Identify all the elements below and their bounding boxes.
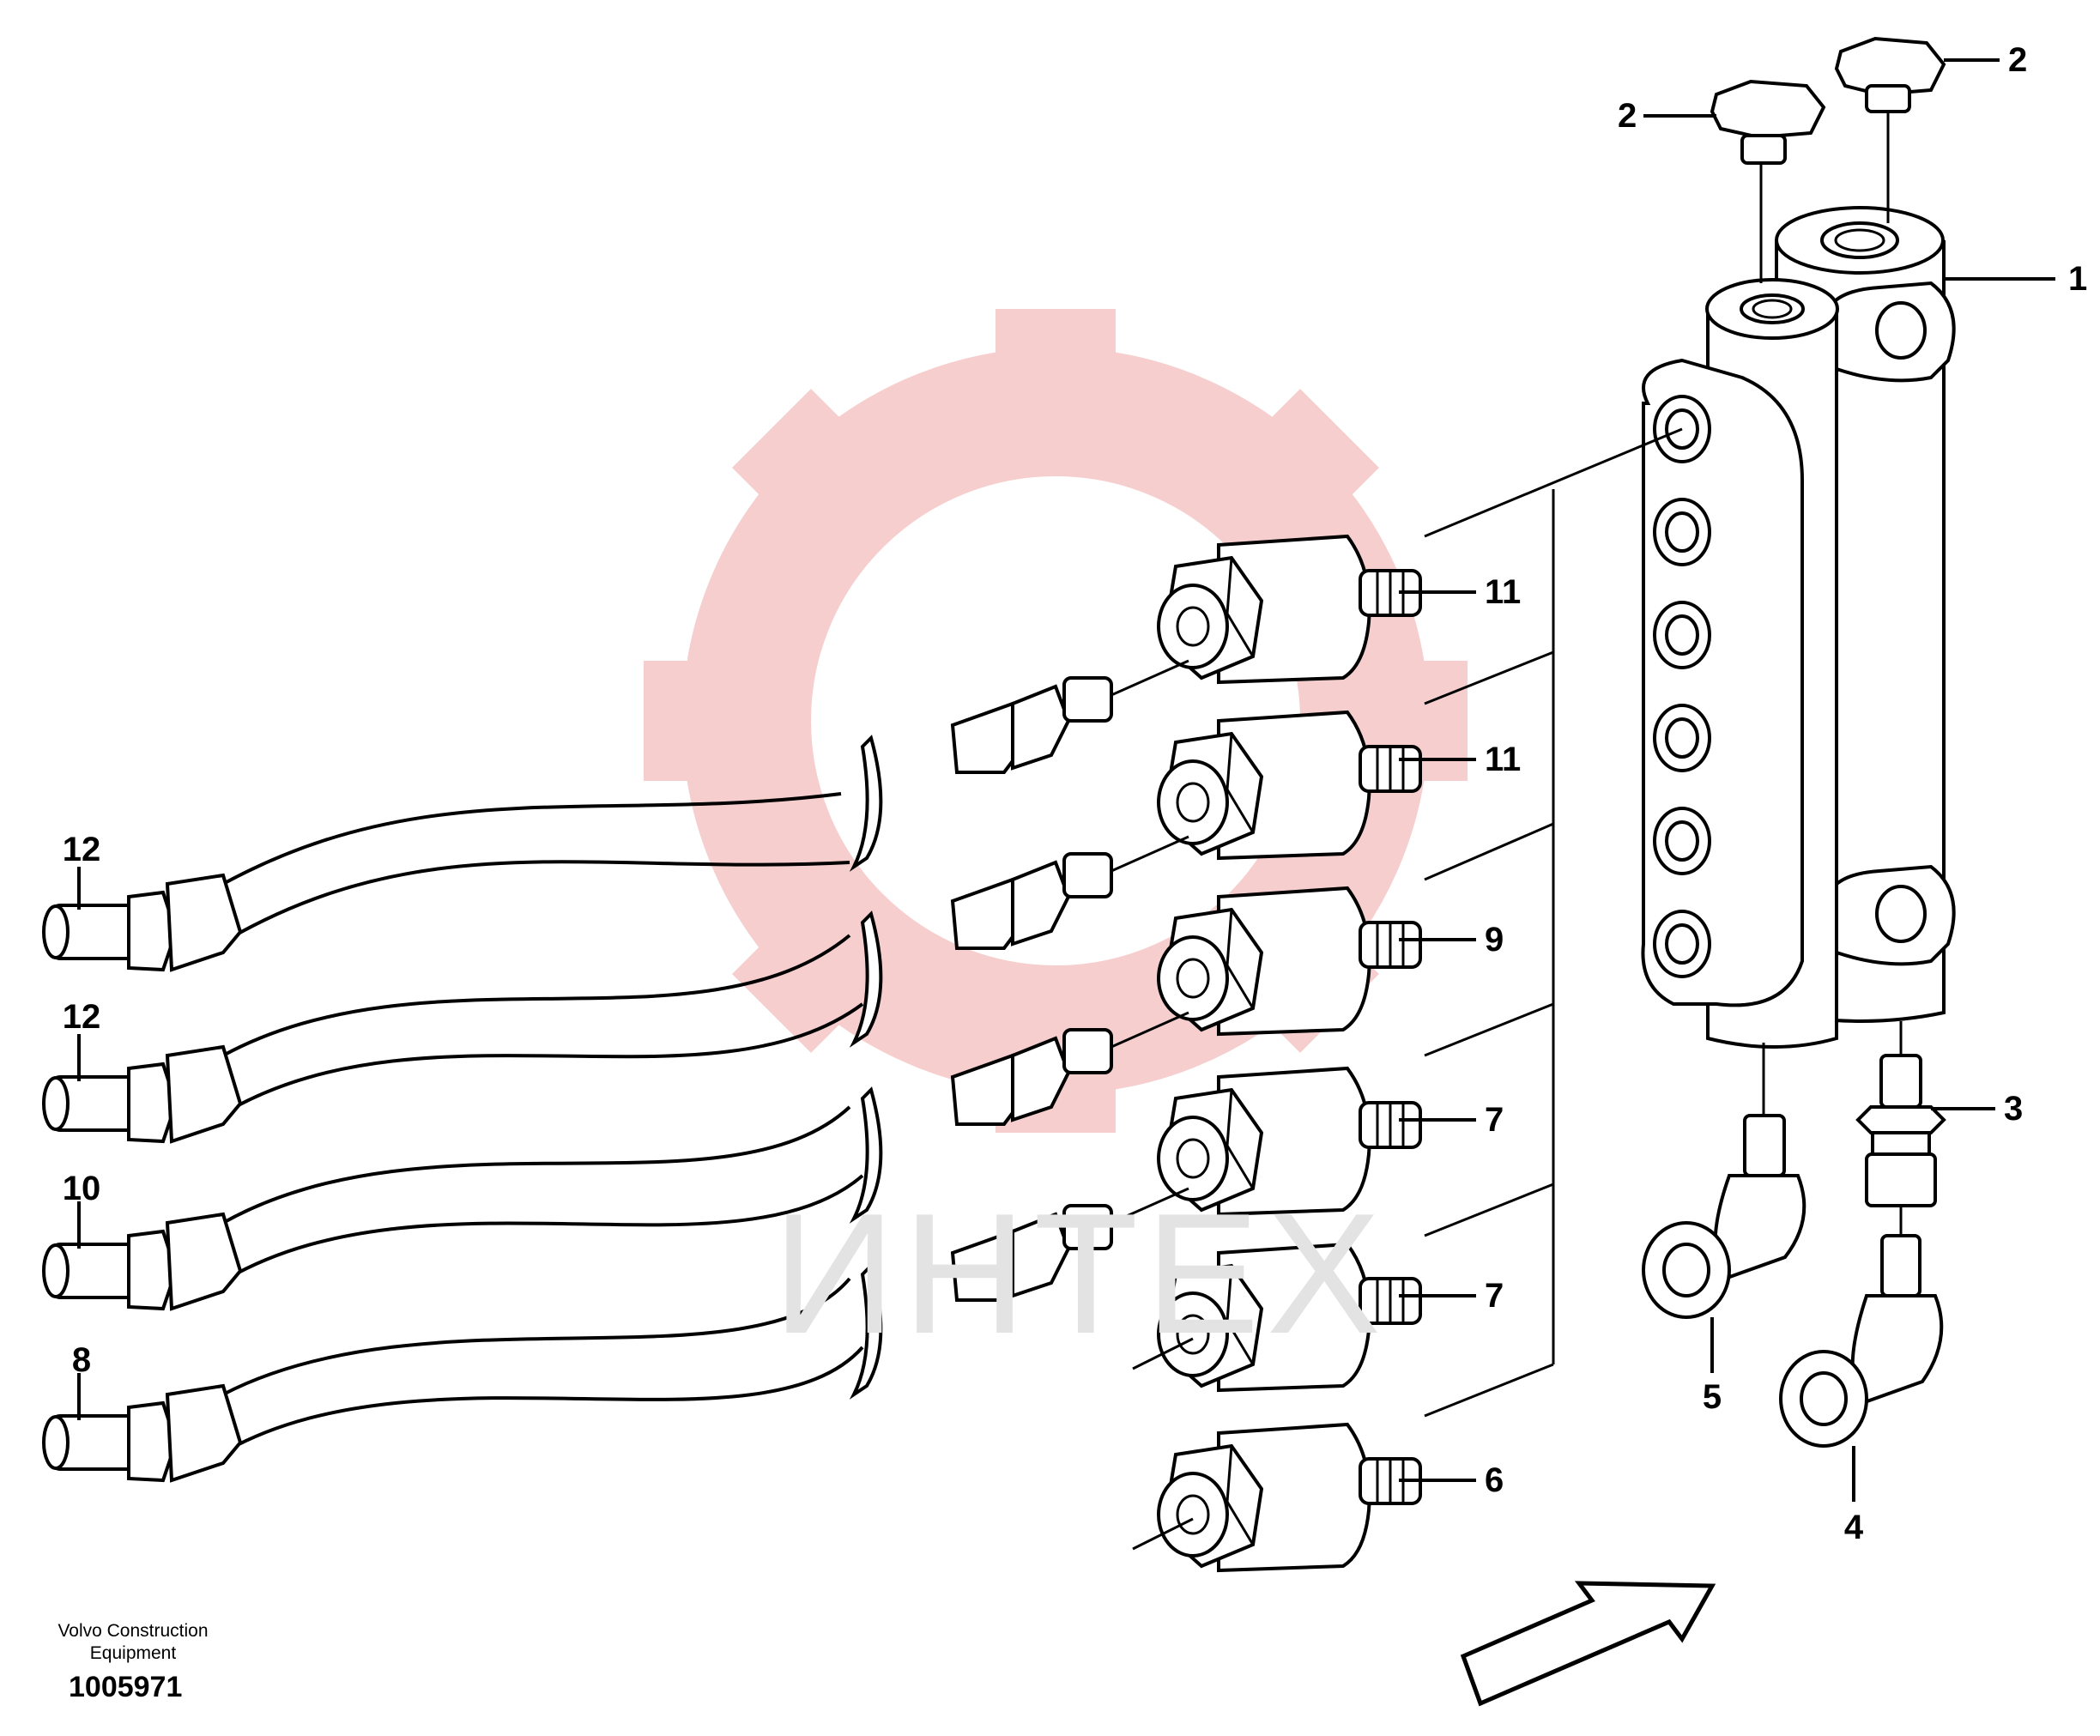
callout-12-lower: 12: [62, 998, 101, 1036]
connector-item-3: [1855, 1021, 1946, 1236]
adapter-item-9: [1157, 886, 1422, 1036]
callout-7-upper: 7: [1485, 1101, 1504, 1139]
plug-left: [1710, 79, 1826, 283]
hose-assemblies: [222, 792, 864, 1452]
assembly-leader-lines: [1424, 427, 1683, 1418]
callout-5: 5: [1702, 1378, 1722, 1416]
direction-arrow: [1460, 1581, 1716, 1707]
callout-12-upper: 12: [62, 831, 101, 868]
callout-1: 1: [2068, 260, 2088, 298]
callout-2-right: 2: [2008, 41, 2028, 79]
callout-7-lower: 7: [1485, 1277, 1504, 1315]
callout-10: 10: [62, 1170, 101, 1207]
company-line-1: Volvo Construction: [57, 1621, 209, 1641]
elbow-item-5: [1642, 1043, 1806, 1319]
callout-11-lower: 11: [1485, 741, 1522, 778]
callout-9: 9: [1485, 921, 1504, 959]
plug-right: [1834, 36, 1946, 223]
watermark-text: ИНТЕХ: [772, 1178, 1389, 1370]
callout-8: 8: [71, 1341, 92, 1379]
callout-3: 3: [2004, 1090, 2024, 1128]
manifold-front-tube: [1641, 278, 1839, 1049]
adapter-item-6: [1157, 1423, 1422, 1572]
callout-6: 6: [1485, 1461, 1504, 1499]
company-line-2: Equipment: [89, 1643, 177, 1663]
company-name: Volvo Construction Equipment: [34, 1620, 232, 1665]
callout-2-left: 2: [1618, 97, 1637, 135]
callout-leaders: [77, 58, 2055, 1502]
hose-fittings-right: [849, 659, 1189, 1400]
elbow-item-4: [1779, 1234, 1944, 1448]
callout-11-upper: 11: [1485, 573, 1522, 611]
drawing-number: 1005971: [69, 1671, 183, 1703]
hose-fittings-left: [42, 873, 243, 1483]
callout-4: 4: [1843, 1509, 1864, 1546]
